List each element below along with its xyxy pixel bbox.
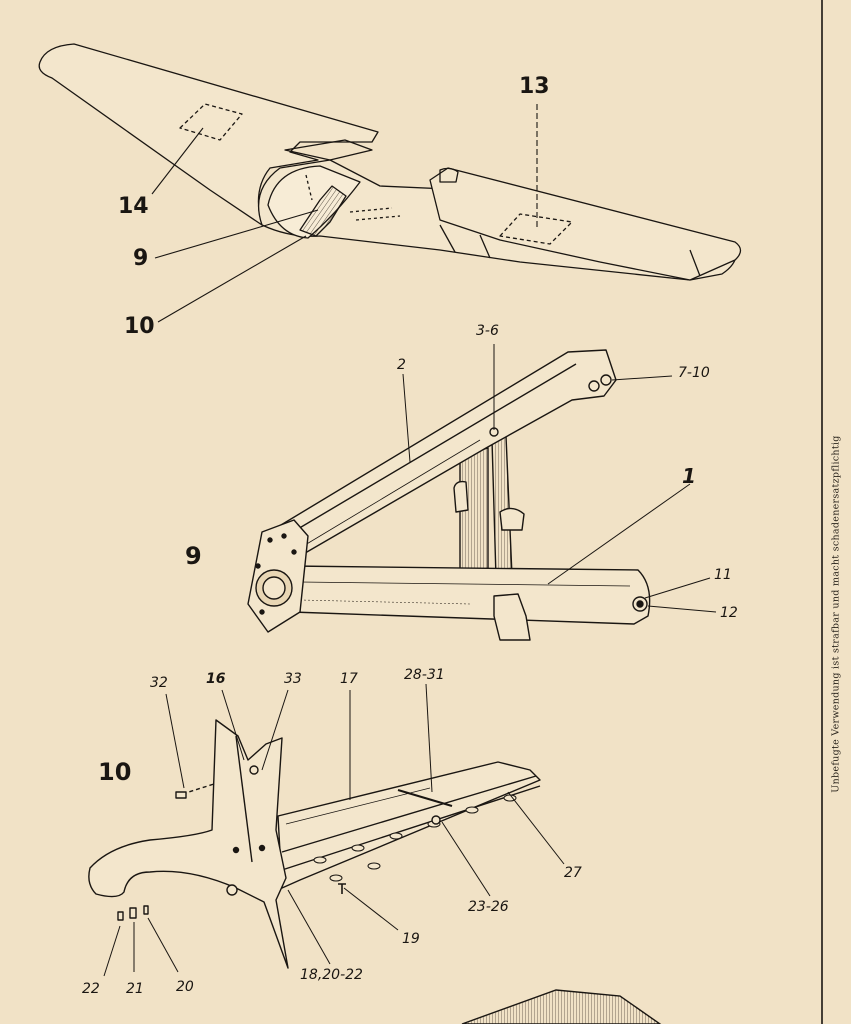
callout-22: 22 xyxy=(82,981,100,997)
callout-18-20-22: 18,20-22 xyxy=(300,967,363,983)
callout-28-31: 28-31 xyxy=(404,667,445,683)
callout-32: 32 xyxy=(150,675,168,691)
callout-17: 17 xyxy=(340,671,358,687)
callout-10: 10 xyxy=(124,314,155,339)
bracket-rail-assembly xyxy=(88,719,541,969)
margin-note: Unbefugte Verwendung ist strafbar und ma… xyxy=(830,435,842,793)
callout-21: 21 xyxy=(126,981,144,997)
callout-19: 19 xyxy=(402,931,420,947)
callout-14: 14 xyxy=(118,194,149,219)
left-wing xyxy=(38,43,379,226)
lower-arm xyxy=(289,565,651,625)
callout-3-6: 3-6 xyxy=(476,323,499,339)
figure-10-title: 10 xyxy=(98,758,132,786)
y-bracket xyxy=(88,719,289,969)
callout-1: 1 xyxy=(682,464,696,488)
upper-arm xyxy=(275,349,617,557)
callout-11: 11 xyxy=(714,567,732,583)
right-wing xyxy=(429,167,742,281)
partial-part-bottom xyxy=(461,989,662,1024)
hatch-outline-14 xyxy=(179,103,243,141)
callout-2: 2 xyxy=(397,357,406,373)
callout-33: 33 xyxy=(284,671,302,687)
callout-12: 12 xyxy=(720,605,738,621)
callout-20: 20 xyxy=(176,979,194,995)
callout-9: 9 xyxy=(133,246,149,271)
callout-23-26: 23-26 xyxy=(468,899,509,915)
callout-7-10: 7-10 xyxy=(678,365,710,381)
callout-27: 27 xyxy=(564,865,582,881)
strut-assembly xyxy=(247,349,651,641)
callout-16: 16 xyxy=(206,671,226,687)
callout-13: 13 xyxy=(519,74,550,99)
aircraft-overview xyxy=(38,43,742,281)
figure-9-title: 9 xyxy=(185,542,202,570)
rail xyxy=(277,761,541,889)
